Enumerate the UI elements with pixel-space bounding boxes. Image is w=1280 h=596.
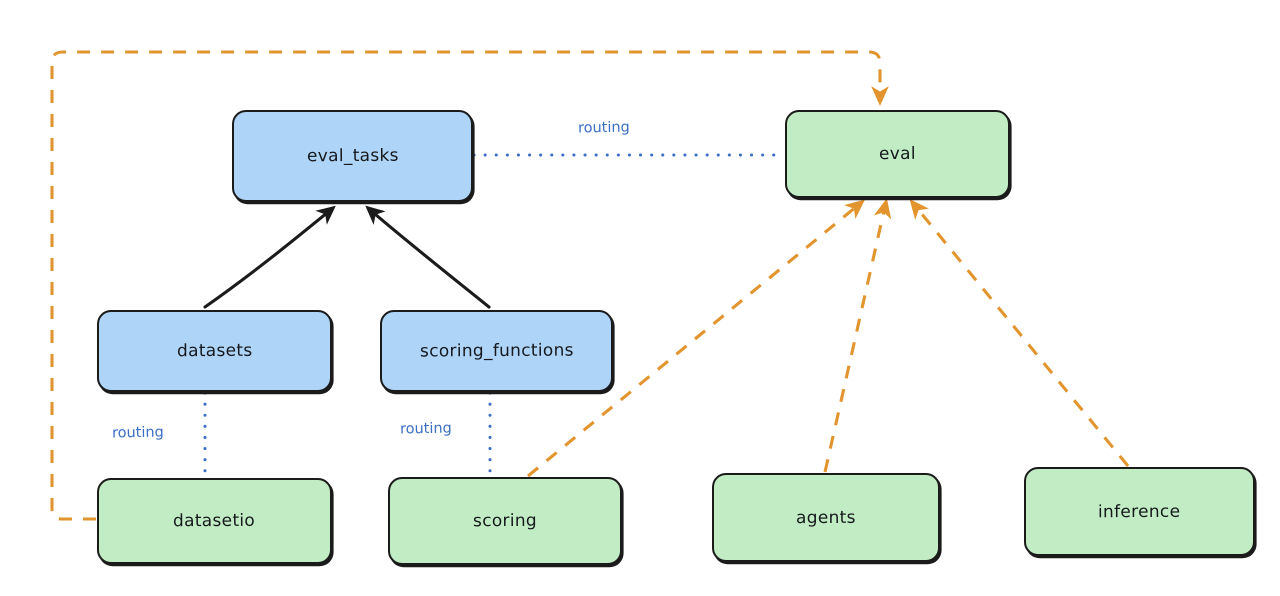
node-datasets[interactable]: datasets <box>97 310 332 392</box>
node-scoring[interactable]: scoring <box>388 477 622 565</box>
node-label: scoring <box>472 510 538 532</box>
edge-scoring-functions-to-eval-tasks <box>365 205 491 309</box>
node-label: datasets <box>176 340 253 362</box>
node-label: eval <box>879 143 916 165</box>
edge-datasets-to-eval-tasks <box>203 205 336 309</box>
node-eval-tasks[interactable]: eval_tasks <box>232 110 473 202</box>
node-inference[interactable]: inference <box>1024 467 1255 556</box>
node-label: datasetio <box>173 510 256 532</box>
edge-label-routing-datasetio: routing <box>111 424 164 442</box>
edge-label-routing-scoring: routing <box>399 420 452 438</box>
node-label: inference <box>1098 501 1181 522</box>
edge-agents-to-eval <box>823 198 892 473</box>
node-label: eval_tasks <box>306 145 399 167</box>
node-datasetio[interactable]: datasetio <box>97 478 332 564</box>
edge-datasetio-to-eval <box>50 50 889 521</box>
node-agents[interactable]: agents <box>712 473 940 562</box>
node-eval[interactable]: eval <box>785 110 1010 198</box>
edge-inference-to-eval <box>909 199 1130 467</box>
edge-scoring-to-eval <box>527 199 865 478</box>
edge-label-routing-eval: routing <box>577 119 630 137</box>
node-label: agents <box>796 507 856 528</box>
node-label: scoring_functions <box>419 340 574 362</box>
node-scoring-functions[interactable]: scoring_functions <box>380 310 613 392</box>
